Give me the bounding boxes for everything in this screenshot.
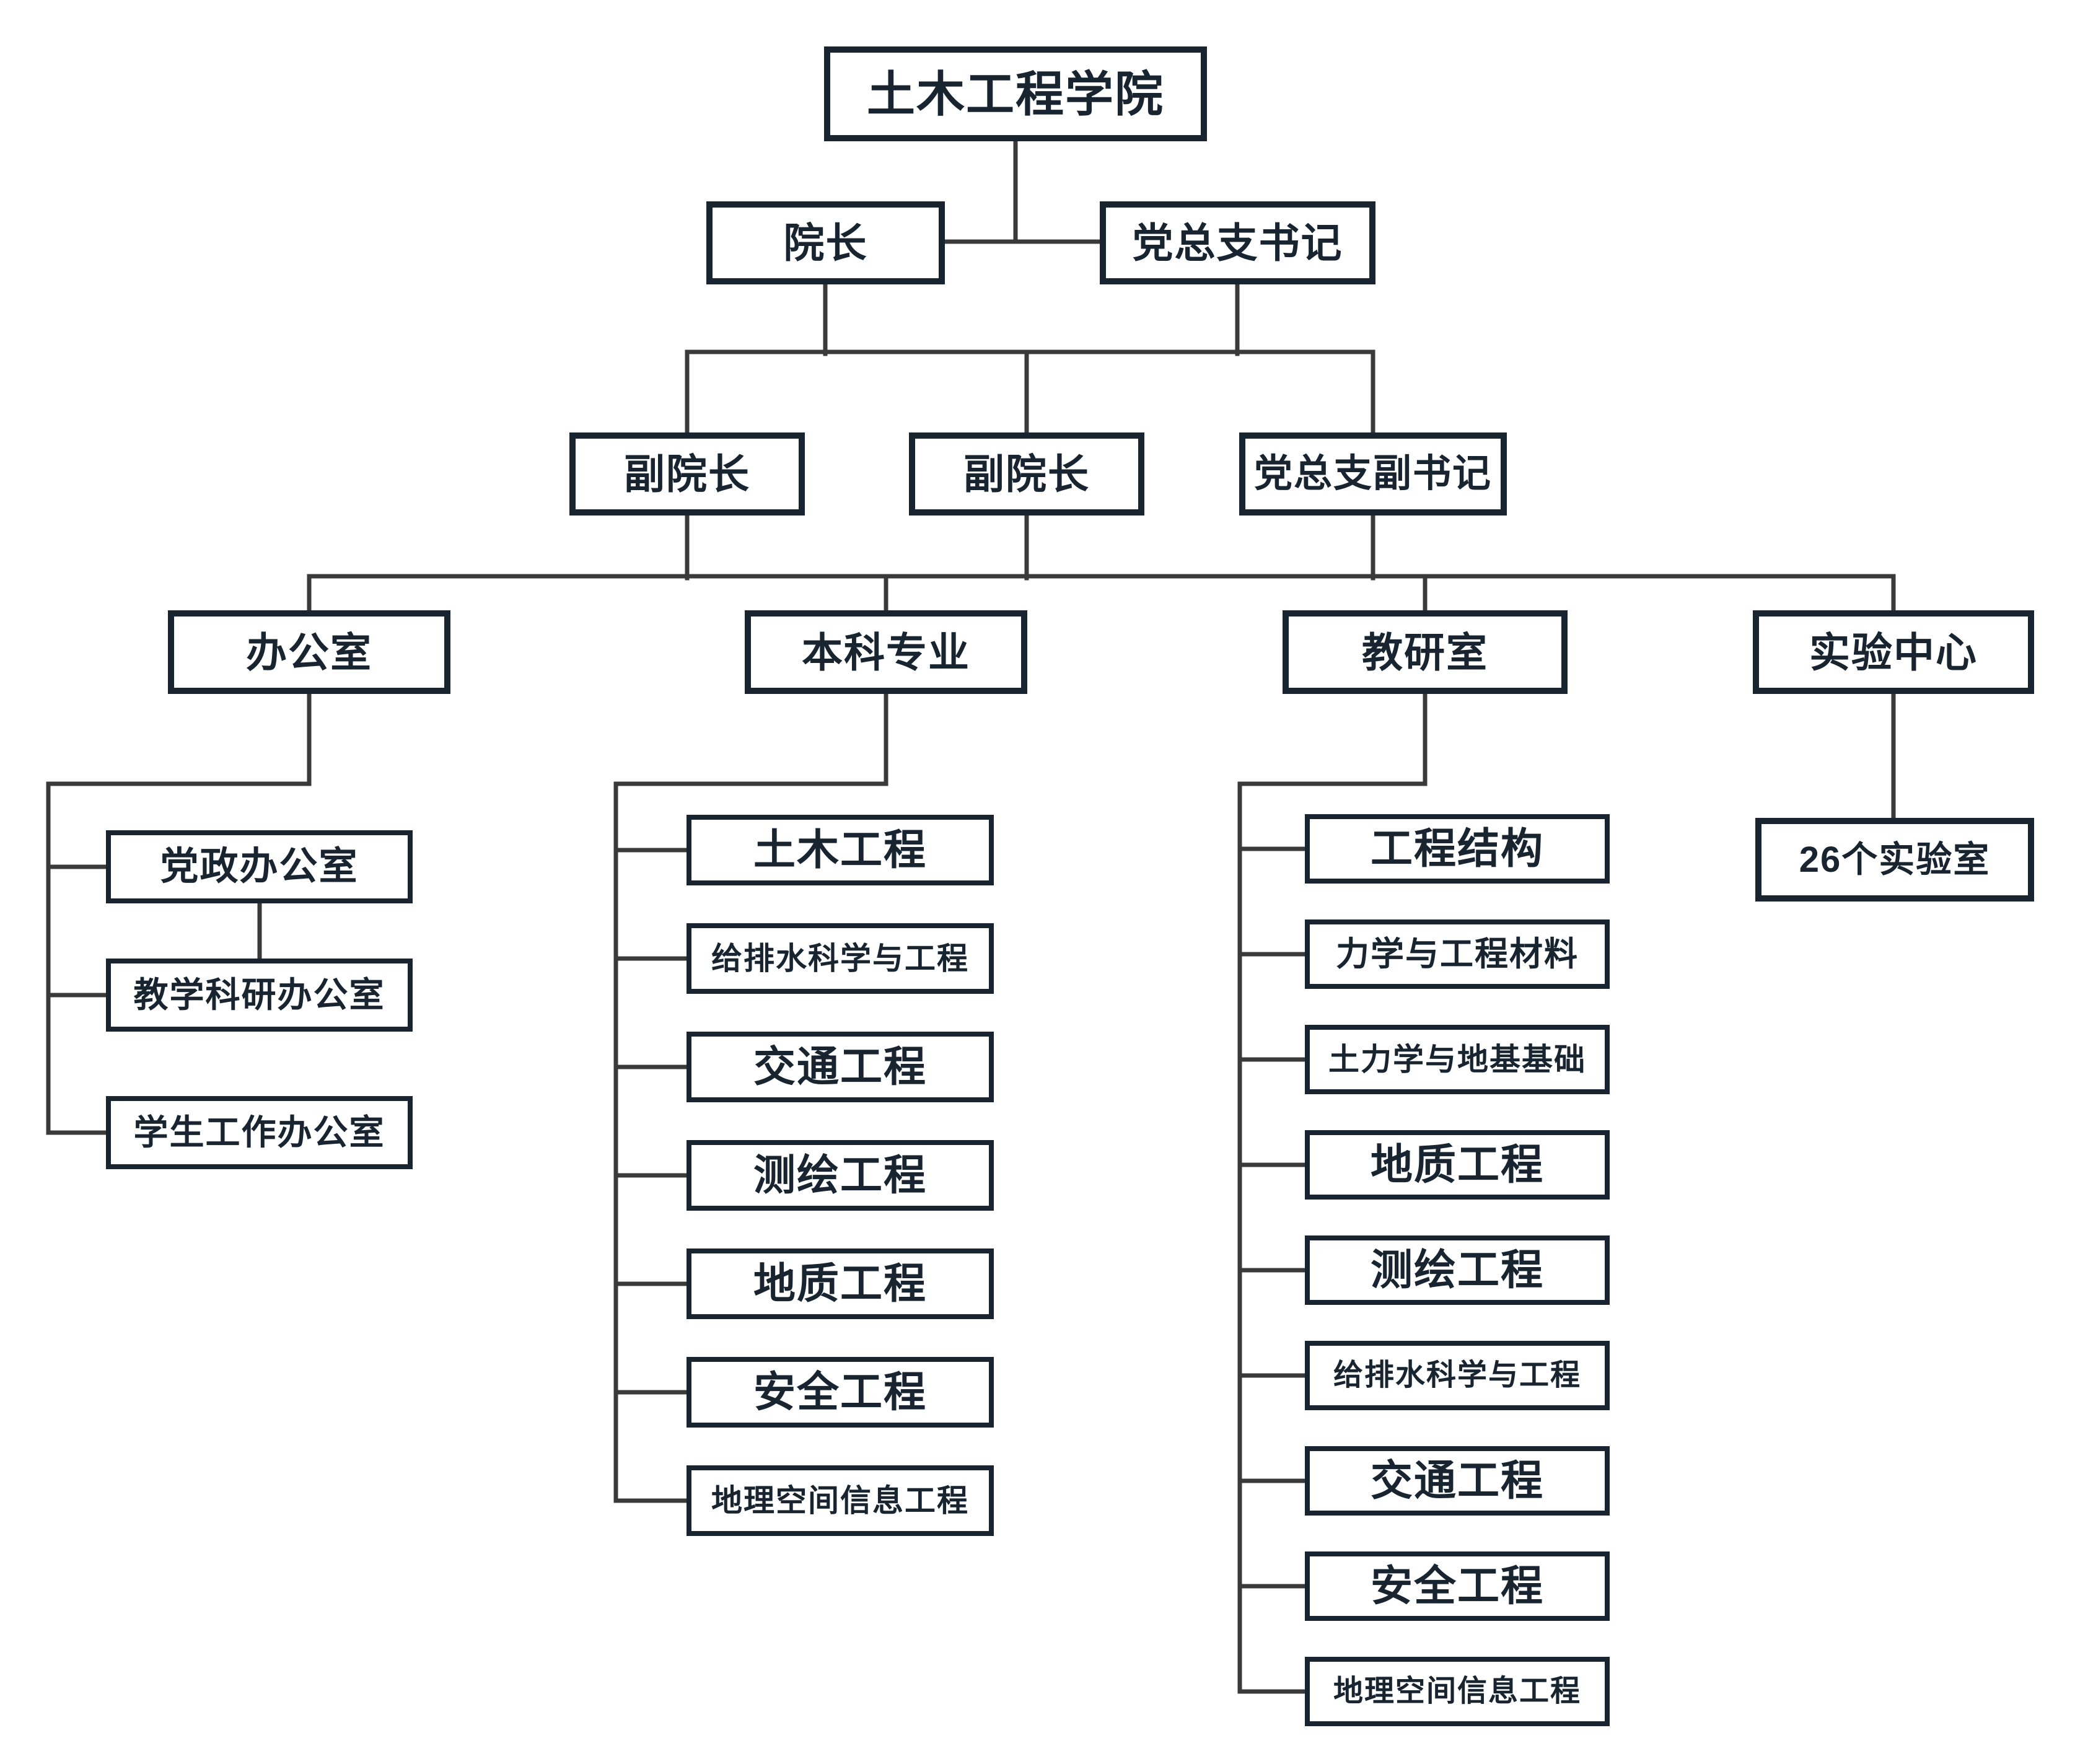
node-deputy-party-secretary: 党总支副书记 bbox=[1239, 432, 1507, 516]
node-major-geospatial-information: 地理空间信息工程 bbox=[687, 1465, 994, 1536]
node-undergraduate-majors: 本科专业 bbox=[745, 610, 1027, 694]
node-teaching-scientific-office: 教学科研办公室 bbox=[106, 959, 413, 1032]
node-college: 土木工程学院 bbox=[824, 46, 1207, 141]
node-teaching-research-sections: 教研室 bbox=[1283, 610, 1568, 694]
node-party-admin-office: 党政办公室 bbox=[106, 830, 413, 903]
node-section-mechanics-materials: 力学与工程材料 bbox=[1305, 919, 1610, 989]
node-section-water-supply-drainage: 给排水科学与工程 bbox=[1305, 1341, 1610, 1410]
node-party-secretary: 党总支书记 bbox=[1100, 201, 1375, 284]
node-section-safety-engineering: 安全工程 bbox=[1305, 1551, 1610, 1621]
node-student-affairs-office: 学生工作办公室 bbox=[106, 1096, 413, 1169]
node-major-traffic-engineering: 交通工程 bbox=[687, 1032, 994, 1102]
node-section-geological-engineering: 地质工程 bbox=[1305, 1130, 1610, 1200]
node-26-labs: 26个实验室 bbox=[1755, 818, 2034, 902]
node-vice-dean-2: 副院长 bbox=[909, 432, 1144, 516]
node-major-surveying-mapping: 测绘工程 bbox=[687, 1140, 994, 1211]
node-experiment-center: 实验中心 bbox=[1753, 610, 2034, 694]
node-offices: 办公室 bbox=[168, 610, 450, 694]
node-section-surveying-mapping: 测绘工程 bbox=[1305, 1235, 1610, 1305]
node-major-geological-engineering: 地质工程 bbox=[687, 1248, 994, 1319]
node-major-civil-engineering: 土木工程 bbox=[687, 815, 994, 885]
node-vice-dean-1: 副院长 bbox=[569, 432, 805, 516]
node-dean: 院长 bbox=[706, 201, 945, 284]
node-section-soil-mechanics-foundation: 土力学与地基基础 bbox=[1305, 1025, 1610, 1094]
node-major-safety-engineering: 安全工程 bbox=[687, 1357, 994, 1428]
node-major-water-supply-drainage: 给排水科学与工程 bbox=[687, 923, 994, 994]
node-section-engineering-structure: 工程结构 bbox=[1305, 814, 1610, 884]
node-section-geospatial-information: 地理空间信息工程 bbox=[1305, 1657, 1610, 1726]
node-section-traffic-engineering: 交通工程 bbox=[1305, 1446, 1610, 1516]
